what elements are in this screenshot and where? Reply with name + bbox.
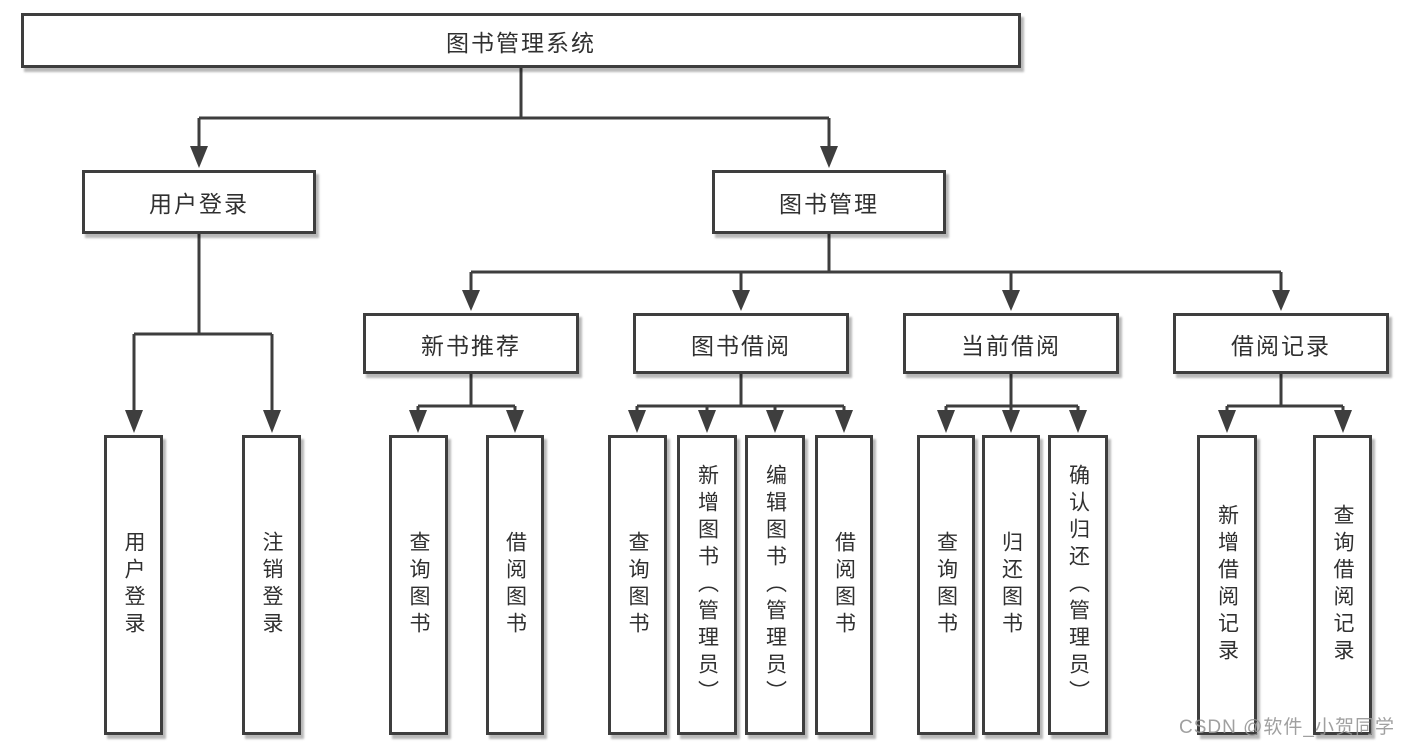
connector-current-to-leaves bbox=[937, 374, 1087, 433]
node-book-management: 图书管理 bbox=[712, 170, 946, 234]
leaf-borrow-books: 借阅图书 bbox=[815, 435, 873, 735]
leaf-query-books-current: 查询图书 bbox=[917, 435, 975, 735]
connector-mgmt-to-level3 bbox=[462, 234, 1290, 311]
node-user-login: 用户登录 bbox=[82, 170, 316, 234]
node-book-management-system: 图书管理系统 bbox=[21, 13, 1021, 68]
leaf-query-books-recommend: 查询图书 bbox=[389, 435, 448, 735]
leaf-borrow-books-recommend: 借阅图书 bbox=[486, 435, 544, 735]
connector-login-to-leaves bbox=[125, 234, 281, 433]
connector-records-to-leaves bbox=[1218, 374, 1352, 433]
leaf-return-books: 归还图书 bbox=[982, 435, 1040, 735]
leaf-query-borrow-record: 查询借阅记录 bbox=[1313, 435, 1372, 735]
node-book-borrowing: 图书借阅 bbox=[633, 313, 849, 374]
connector-root-to-level2 bbox=[190, 68, 838, 168]
node-new-book-recommendation: 新书推荐 bbox=[363, 313, 579, 374]
node-borrowing-records: 借阅记录 bbox=[1173, 313, 1389, 374]
csdn-watermark: CSDN @软件_小贺同学 bbox=[1179, 717, 1395, 738]
connector-newrec-to-leaves bbox=[409, 374, 524, 433]
leaf-logout: 注销登录 bbox=[242, 435, 301, 735]
leaf-edit-books-admin: 编辑图书（管理员） bbox=[745, 435, 805, 735]
leaf-add-borrow-record: 新增借阅记录 bbox=[1197, 435, 1257, 735]
leaf-add-books-admin: 新增图书（管理员） bbox=[677, 435, 737, 735]
leaf-user-login: 用户登录 bbox=[104, 435, 163, 735]
node-current-borrowing: 当前借阅 bbox=[903, 313, 1119, 374]
leaf-query-books-borrowing: 查询图书 bbox=[608, 435, 667, 735]
connector-borrow-to-leaves bbox=[628, 374, 853, 433]
leaf-confirm-return-admin: 确认归还（管理员） bbox=[1048, 435, 1108, 735]
